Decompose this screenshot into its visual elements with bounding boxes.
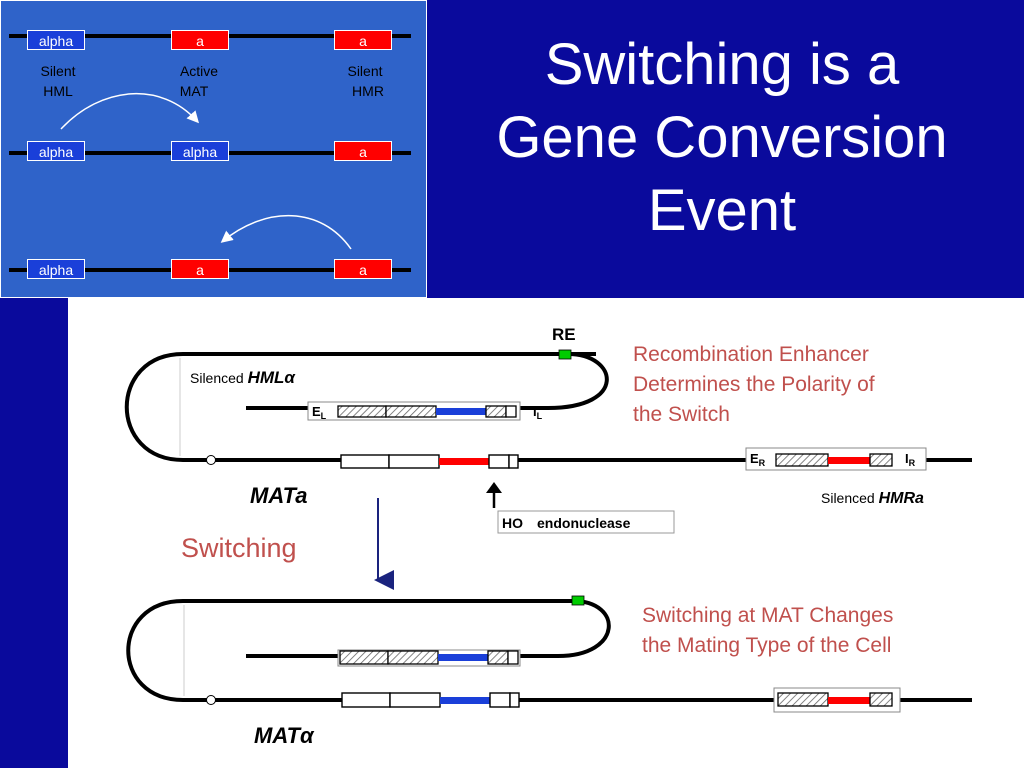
mat-change-line-2: the Mating Type of the Cell	[642, 634, 892, 657]
centromere-upper	[206, 455, 216, 465]
mat-a-locus-upper	[340, 454, 519, 469]
centromere-lower	[206, 695, 216, 705]
enhancer-line-3: the Switch	[633, 403, 730, 426]
hml-cassette-lower	[337, 649, 521, 667]
hml-state-label: Silent	[40, 63, 76, 79]
silenced-hml-prefix: Silenced	[190, 370, 248, 386]
hml-alpha-label: HMLα	[248, 368, 297, 387]
title-line-3: Event	[647, 178, 797, 243]
hmr-locus-row1: a	[334, 30, 392, 50]
hmr-locus-row2: a	[334, 141, 392, 161]
svg-text:Silenced HMLα: Silenced HMLα	[190, 368, 296, 387]
mat-locus-row2: alpha	[171, 141, 229, 161]
mat-alpha-locus-lower	[341, 692, 520, 708]
hml-locus-row1: alpha	[27, 30, 85, 50]
mat-change-line-1: Switching at MAT Changes	[642, 604, 894, 627]
svg-text:Silenced HMRa: Silenced HMRa	[821, 490, 924, 507]
ir-subscript: R	[909, 458, 916, 468]
svg-text:IL: IL	[533, 404, 543, 421]
ho-label: HO	[502, 515, 523, 531]
hmr-cassette-upper	[745, 447, 927, 471]
upper-chromosome	[124, 349, 972, 534]
copy-arrow-hmr-to-mat	[220, 214, 352, 250]
re-element-lower	[571, 595, 585, 606]
copy-arrow-hml-to-mat	[60, 93, 200, 130]
re-label: RE	[552, 325, 576, 344]
title-line-2: Gene Conversion	[496, 105, 948, 170]
re-element-upper	[558, 349, 572, 360]
lower-chromosome	[126, 595, 972, 713]
svg-text:ER: ER	[750, 451, 766, 468]
hml-name-label: HML	[43, 83, 73, 99]
hml-locus-row3: alpha	[27, 259, 85, 279]
hmr-state-label: Silent	[347, 63, 383, 79]
enhancer-line-1: Recombination Enhancer	[633, 343, 869, 366]
enhancer-annotation: Recombination Enhancer Determines the Po…	[633, 340, 875, 430]
ho-endonuclease-box	[497, 510, 675, 534]
ir-label: I	[905, 451, 909, 466]
svg-text:EL: EL	[312, 404, 327, 421]
mat-change-annotation: Switching at MAT Changes the Mating Type…	[642, 601, 893, 661]
il-label: I	[533, 404, 537, 419]
mat-a-label: MATa	[250, 483, 307, 508]
mat-locus-row3: a	[171, 259, 229, 279]
switching-label: Switching	[181, 533, 297, 563]
er-subscript: R	[759, 458, 766, 468]
endonuclease-label: endonuclease	[537, 515, 631, 531]
er-label: E	[750, 451, 759, 466]
gene-schematic-panel: alpha a a Silent HML Active MAT Silent H…	[0, 0, 427, 298]
silenced-hmr-prefix: Silenced	[821, 490, 879, 506]
hml-locus-row2: alpha	[27, 141, 85, 161]
mat-alpha-label: MATα	[254, 723, 315, 748]
mat-locus-row1: a	[171, 30, 229, 50]
mating-type-switch-diagram: RE Silenced HMLα EL IL ER IR MATa Silenc…	[68, 298, 1024, 768]
hmr-cassette-lower	[773, 687, 901, 713]
hml-cassette-upper	[307, 401, 521, 421]
hmr-locus-row3: a	[334, 259, 392, 279]
el-subscript: L	[321, 411, 327, 421]
el-label: E	[312, 404, 321, 419]
chromosome-diagram-svg: RE Silenced HMLα EL IL ER IR MATa Silenc…	[124, 325, 972, 748]
hmr-a-label: HMRa	[879, 490, 924, 507]
il-subscript: L	[537, 411, 543, 421]
svg-text:IR: IR	[905, 451, 916, 468]
slide-title: Switching is a Gene Conversion Event	[432, 28, 1012, 247]
hmr-name-label: HMR	[352, 83, 384, 99]
mat-name-label: MAT	[179, 83, 209, 99]
enhancer-line-2: Determines the Polarity of	[633, 373, 875, 396]
mat-state-label: Active	[179, 63, 219, 79]
title-line-1: Switching is a	[544, 32, 900, 97]
conversion-arrows	[60, 93, 352, 250]
